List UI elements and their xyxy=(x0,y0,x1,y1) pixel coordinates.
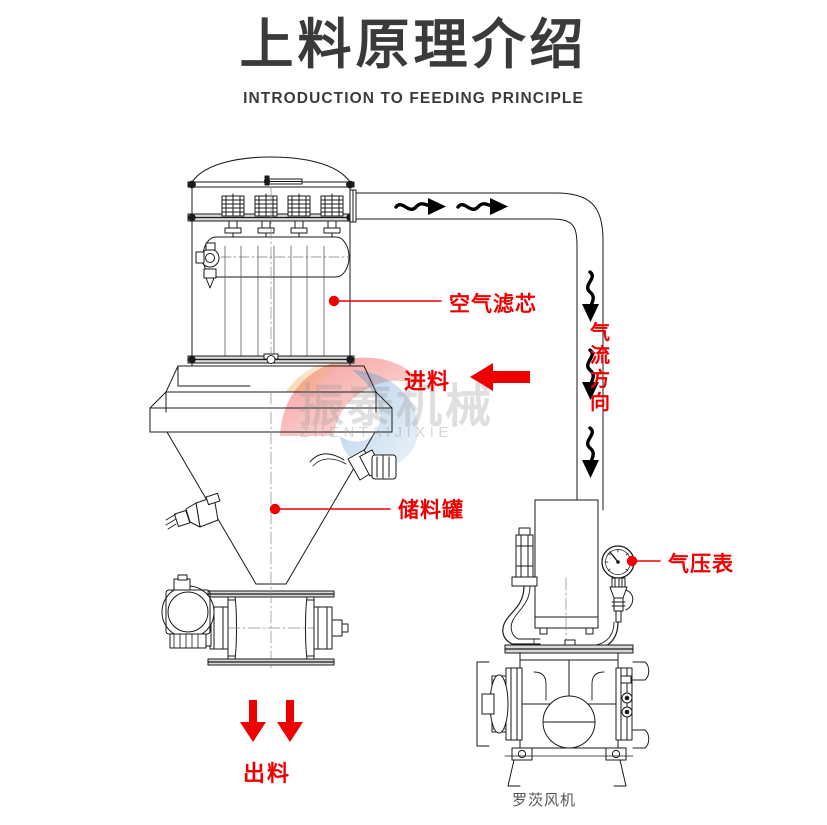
airflow-arrow-horizontal xyxy=(394,202,494,211)
storage-hopper xyxy=(149,365,397,601)
pulse-valve xyxy=(287,193,311,247)
air-regulator-unit xyxy=(195,242,220,289)
rotary-airlock-valve xyxy=(161,574,349,669)
label-feed-in: 进料 xyxy=(404,369,451,394)
label-airflow-direction: 气 流 方 向 xyxy=(588,322,612,416)
pulse-valve xyxy=(254,193,278,247)
airflow-arrowhead-vertical xyxy=(582,304,599,478)
page-header: 上料原理介绍 INTRODUCTION TO FEEDING PRINCIPLE xyxy=(0,14,827,108)
page-title: 上料原理介绍 xyxy=(239,15,588,75)
filter-housing-unit xyxy=(187,156,355,367)
watermark-logo-mark xyxy=(280,357,424,468)
silencer-box xyxy=(534,499,599,681)
airflow-arrowhead-horizontal xyxy=(428,198,508,215)
airflow-char-3: 方 xyxy=(590,368,610,391)
airflow-char-4: 向 xyxy=(590,392,610,415)
callout-leader-lines xyxy=(269,295,661,567)
label-air-filter: 空气滤芯 xyxy=(449,293,537,316)
page-subtitle: INTRODUCTION TO FEEDING PRINCIPLE xyxy=(243,90,584,108)
label-pressure-gauge: 气压表 xyxy=(668,553,734,576)
pneumatic-conveying-pipe xyxy=(349,189,604,511)
hopper-side-fitting-right xyxy=(309,449,397,481)
hopper-side-nozzle-left xyxy=(165,492,221,530)
discharge-arrows xyxy=(240,700,303,742)
airflow-arrow-vertical xyxy=(586,270,595,464)
air-receiver-tank xyxy=(202,236,350,278)
airflow-char-1: 气 xyxy=(590,322,610,344)
airflow-char-2: 流 xyxy=(590,345,610,368)
label-discharge: 出料 xyxy=(243,761,292,786)
blower-belt-pulley xyxy=(481,674,509,734)
filter-cartridges xyxy=(224,245,325,357)
airlock-gearmotor xyxy=(161,574,215,649)
blower-inlet-filter xyxy=(502,527,541,645)
pulse-valve xyxy=(320,193,344,247)
label-roots-blower: 罗茨风机 xyxy=(512,792,577,809)
roots-blower xyxy=(476,644,650,787)
feed-in-arrow xyxy=(470,363,530,391)
label-storage-hopper: 储料罐 xyxy=(398,499,464,522)
